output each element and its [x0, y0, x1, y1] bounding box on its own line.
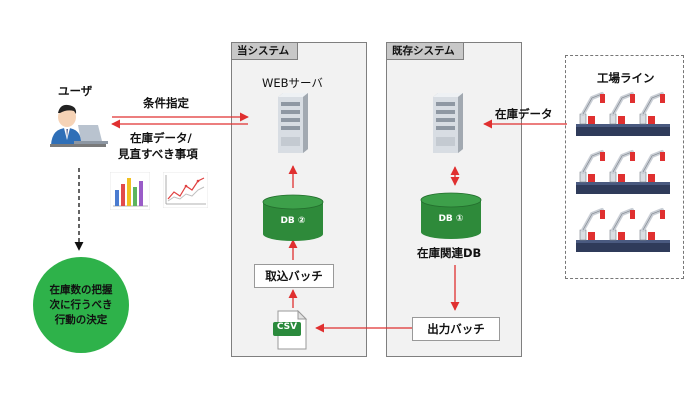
server-icon	[278, 93, 308, 153]
db1-label: DB ①	[438, 214, 464, 224]
robot-line-illustration	[574, 92, 672, 254]
user-label: ユーザ	[58, 84, 93, 98]
export-batch-box: 出力バッチ	[412, 317, 500, 341]
bar-chart-icon	[110, 172, 150, 210]
robot-arm-icon	[574, 92, 672, 138]
server-icon	[433, 93, 463, 153]
inventory-return-label-2: 見直すべき事項	[118, 147, 198, 161]
factory-title: 工場ライン	[597, 71, 655, 85]
csv-label: CSV	[276, 322, 298, 332]
database-icon	[420, 192, 482, 239]
csv-file-icon	[273, 310, 308, 350]
person-at-laptop-icon	[50, 104, 108, 147]
inventory-return-label-1: 在庫データ/	[130, 131, 192, 145]
db1-caption: 在庫関連DB	[417, 246, 482, 260]
existing-system-title: 既存システム	[387, 43, 464, 60]
conditions-label: 条件指定	[143, 96, 189, 110]
decision-line-3: 行動の決定	[54, 313, 108, 326]
decision-line-2: 次に行うべき	[49, 298, 113, 311]
robot-arm-icon	[574, 150, 672, 196]
current-system-title: 当システム	[232, 43, 299, 60]
decision-line-1: 在庫数の把握	[49, 283, 113, 296]
robot-arm-icon	[574, 208, 672, 254]
decision-circle: 在庫数の把握 次に行うべき 行動の決定	[33, 257, 129, 353]
factory-inventory-label: 在庫データ	[495, 107, 553, 121]
line-chart-icon	[163, 172, 208, 208]
import-batch-box: 取込バッチ	[254, 264, 334, 288]
db2-label: DB ②	[280, 216, 306, 226]
web-server-label: WEBサーバ	[262, 76, 323, 90]
database-icon	[262, 194, 324, 241]
